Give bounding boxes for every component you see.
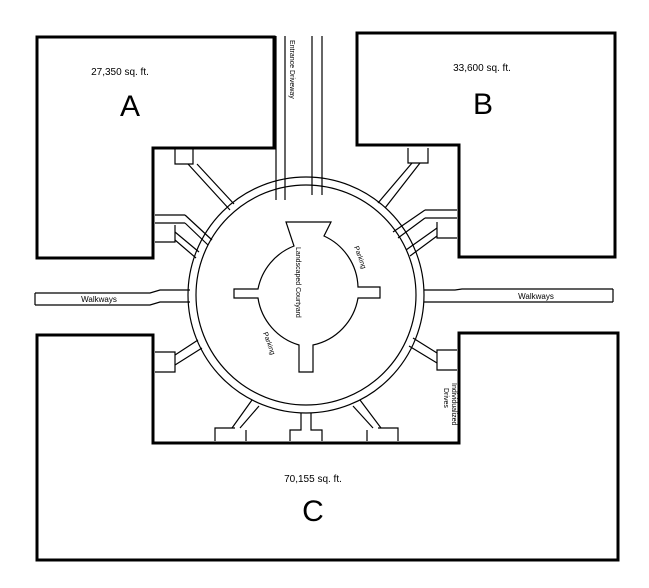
circular-drive [187,176,425,414]
parking-lower-label: Parking [261,331,276,356]
walkways-right-label: Walkways [518,292,554,301]
entrance-driveway-label: Entrance Driveway [288,40,295,99]
individualized-drives-label-2: Drives [442,388,449,408]
parking-upper-label: Parking [352,245,367,270]
individualized-drives-upper-right [377,148,457,257]
walkway-left [34,289,190,306]
landscaped-courtyard-label: Landscaped Courtyard [294,247,301,318]
individualized-drives-label: Individualized [450,383,457,426]
individualized-drives-bottom-center [289,413,323,441]
walkways-left-label: Walkways [81,295,117,304]
building-b [355,31,617,259]
entrance-driveway [275,36,323,200]
building-a-letter: A [120,90,140,123]
individualized-drives-upper-left [155,148,235,259]
building-c-letter: C [302,495,324,528]
building-a-area: 27,350 sq. ft. [91,67,149,78]
building-c-area: 70,155 sq. ft. [284,474,342,485]
landscaped-courtyard-island [233,221,381,373]
building-b-area: 33,600 sq. ft. [453,63,511,74]
building-b-letter: B [473,88,493,121]
building-c [35,331,620,562]
building-a [35,35,276,260]
walkway-right [424,288,614,303]
individualized-drives-lower-left [155,339,260,441]
individualized-drives-lower-right [352,337,457,441]
